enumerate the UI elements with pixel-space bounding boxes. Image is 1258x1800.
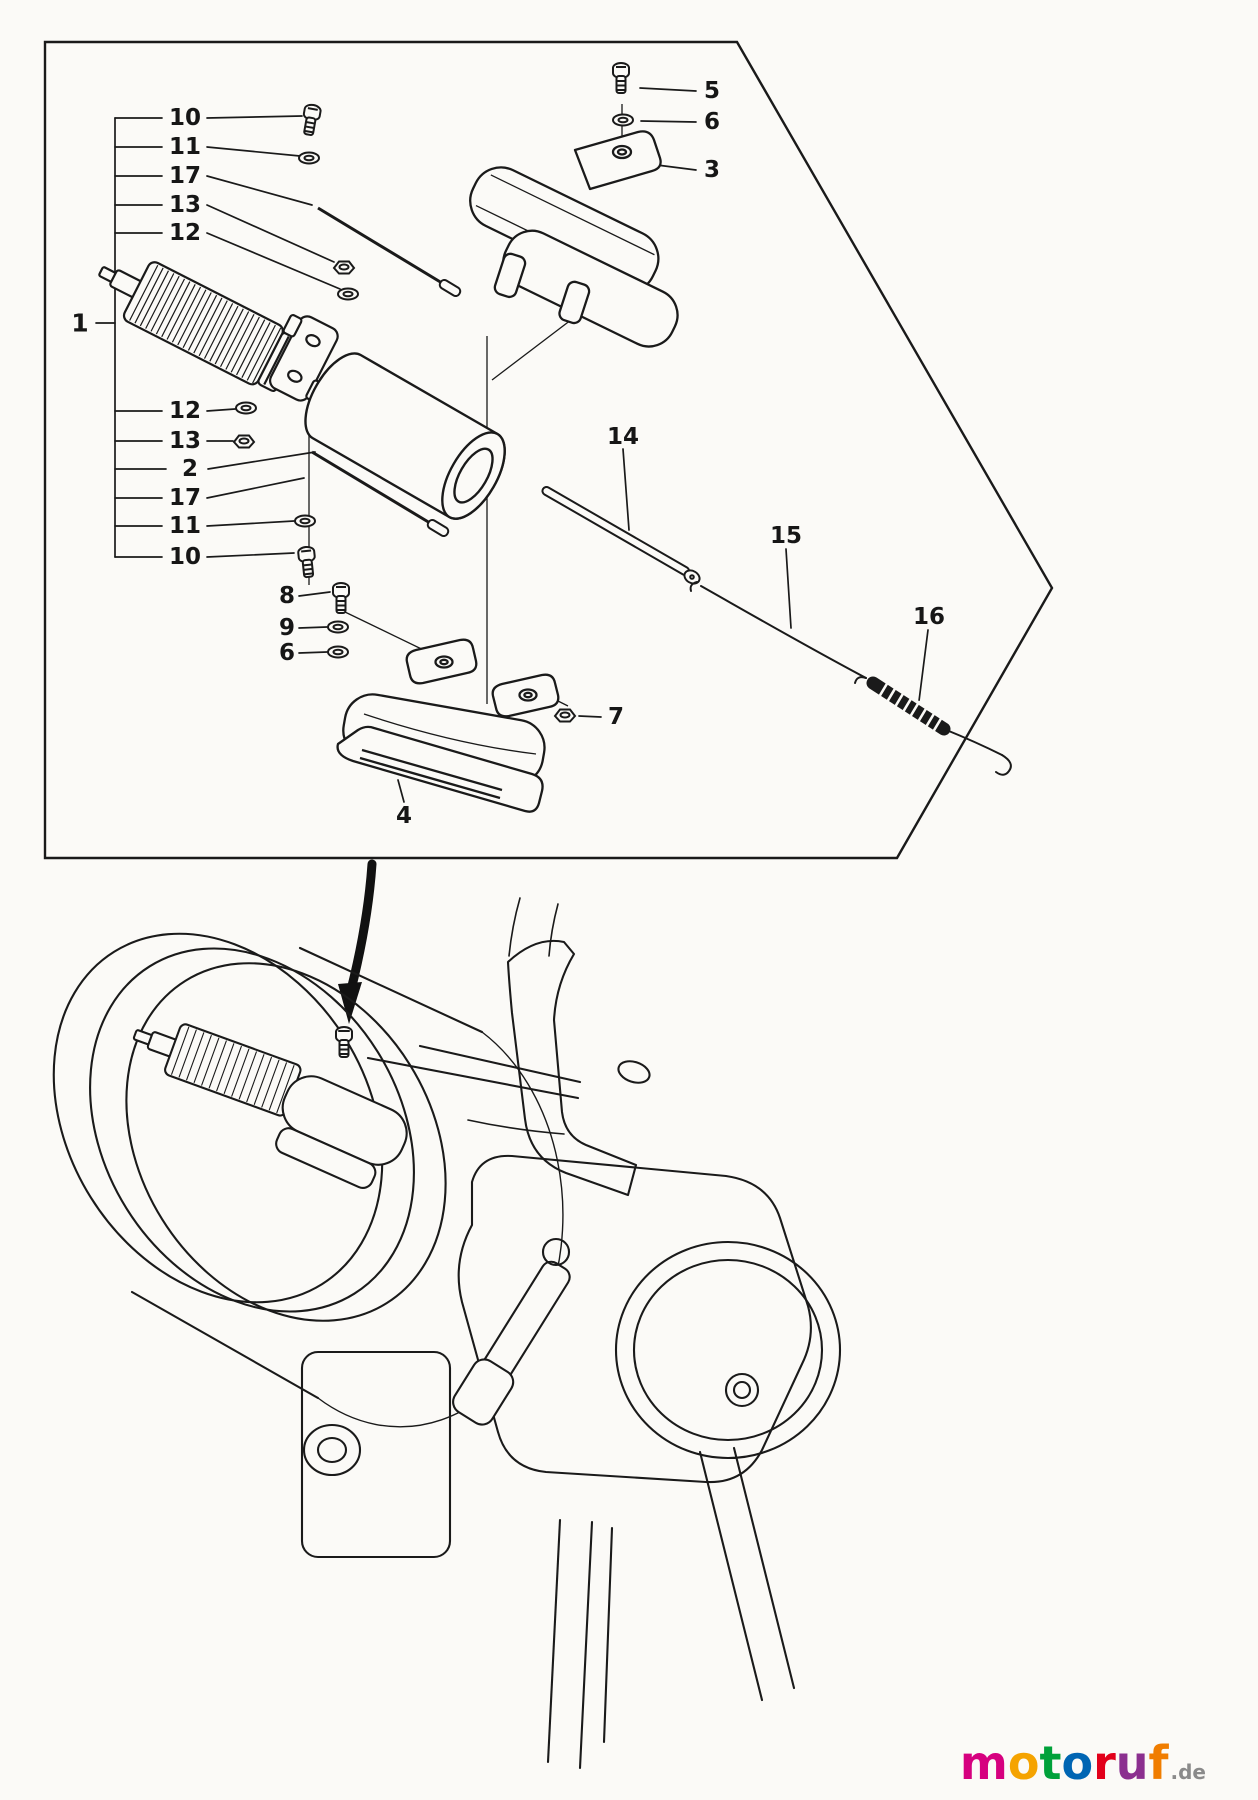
screw-part-10-upper — [299, 102, 323, 137]
watermark-letter-o2: o — [1061, 1736, 1094, 1790]
diagram-border — [43, 40, 1054, 860]
callout-10-upper: 10 — [169, 105, 201, 131]
washer-part-9 — [327, 620, 349, 634]
watermark-letter-u: u — [1115, 1736, 1149, 1790]
actuator-rod-14 — [541, 486, 701, 585]
watermark-letter-m: m — [959, 1736, 1008, 1790]
nut-part-13-upper — [333, 260, 355, 275]
screw-part-10-lower — [296, 545, 318, 579]
callout-11-upper: 11 — [169, 134, 201, 160]
rod-part-17-upper — [317, 206, 462, 298]
callout-12-lower: 12 — [169, 398, 201, 424]
washer-part-11-upper — [298, 151, 320, 165]
nut-part-7 — [554, 708, 576, 723]
engine-assembly-drawing — [52, 897, 842, 1770]
washer-part-6-upper — [612, 113, 634, 127]
callout-13-upper: 13 — [169, 192, 201, 218]
watermark-letter-t: t — [1039, 1736, 1062, 1790]
callout-10-lower: 10 — [169, 544, 201, 570]
callout-5: 5 — [704, 78, 720, 104]
callout-11-lower: 11 — [169, 513, 201, 539]
nut-part-13-lower — [233, 434, 255, 449]
callout-17-lower: 17 — [169, 485, 201, 511]
callout-1: 1 — [71, 309, 88, 338]
callout-8: 8 — [279, 583, 295, 609]
upper-clamp-drawing — [469, 130, 679, 348]
washer-part-11-lower — [294, 514, 316, 528]
callout-leader-lines — [95, 87, 929, 803]
screw-part-5 — [612, 62, 630, 94]
brand-watermark: m o t o r u f .de — [960, 1740, 1206, 1786]
callout-13-lower: 13 — [169, 428, 201, 454]
watermark-suffix: .de — [1170, 1760, 1206, 1784]
installation-arrow — [338, 859, 377, 1024]
callout-4: 4 — [396, 803, 412, 829]
callout-6-upper: 6 — [704, 109, 720, 135]
motor-body-cylinder — [304, 352, 506, 520]
washer-part-12-upper — [337, 287, 359, 301]
callout-12-upper: 12 — [169, 220, 201, 246]
watermark-letter-o1: o — [1007, 1736, 1040, 1790]
return-spring-assembly — [689, 581, 1012, 776]
callout-7: 7 — [608, 704, 624, 730]
washer-part-12-lower — [235, 401, 257, 415]
callout-6-lower: 6 — [279, 640, 295, 666]
lower-clamp-drawing — [336, 638, 560, 813]
callout-14: 14 — [607, 424, 639, 450]
callout-17-upper: 17 — [169, 163, 201, 189]
screw-part-8 — [332, 582, 350, 614]
armature-bracket-drawing — [269, 314, 339, 403]
watermark-letter-r: r — [1093, 1736, 1116, 1790]
watermark-letter-f: f — [1148, 1736, 1169, 1790]
callout-9: 9 — [279, 615, 295, 641]
callout-16: 16 — [913, 604, 945, 630]
washer-part-6-lower — [327, 645, 349, 659]
callout-3: 3 — [704, 157, 720, 183]
rod-part-17-lower — [311, 450, 450, 538]
callout-15: 15 — [770, 523, 802, 549]
armature-drawing — [98, 261, 301, 392]
callout-2: 2 — [182, 456, 198, 482]
